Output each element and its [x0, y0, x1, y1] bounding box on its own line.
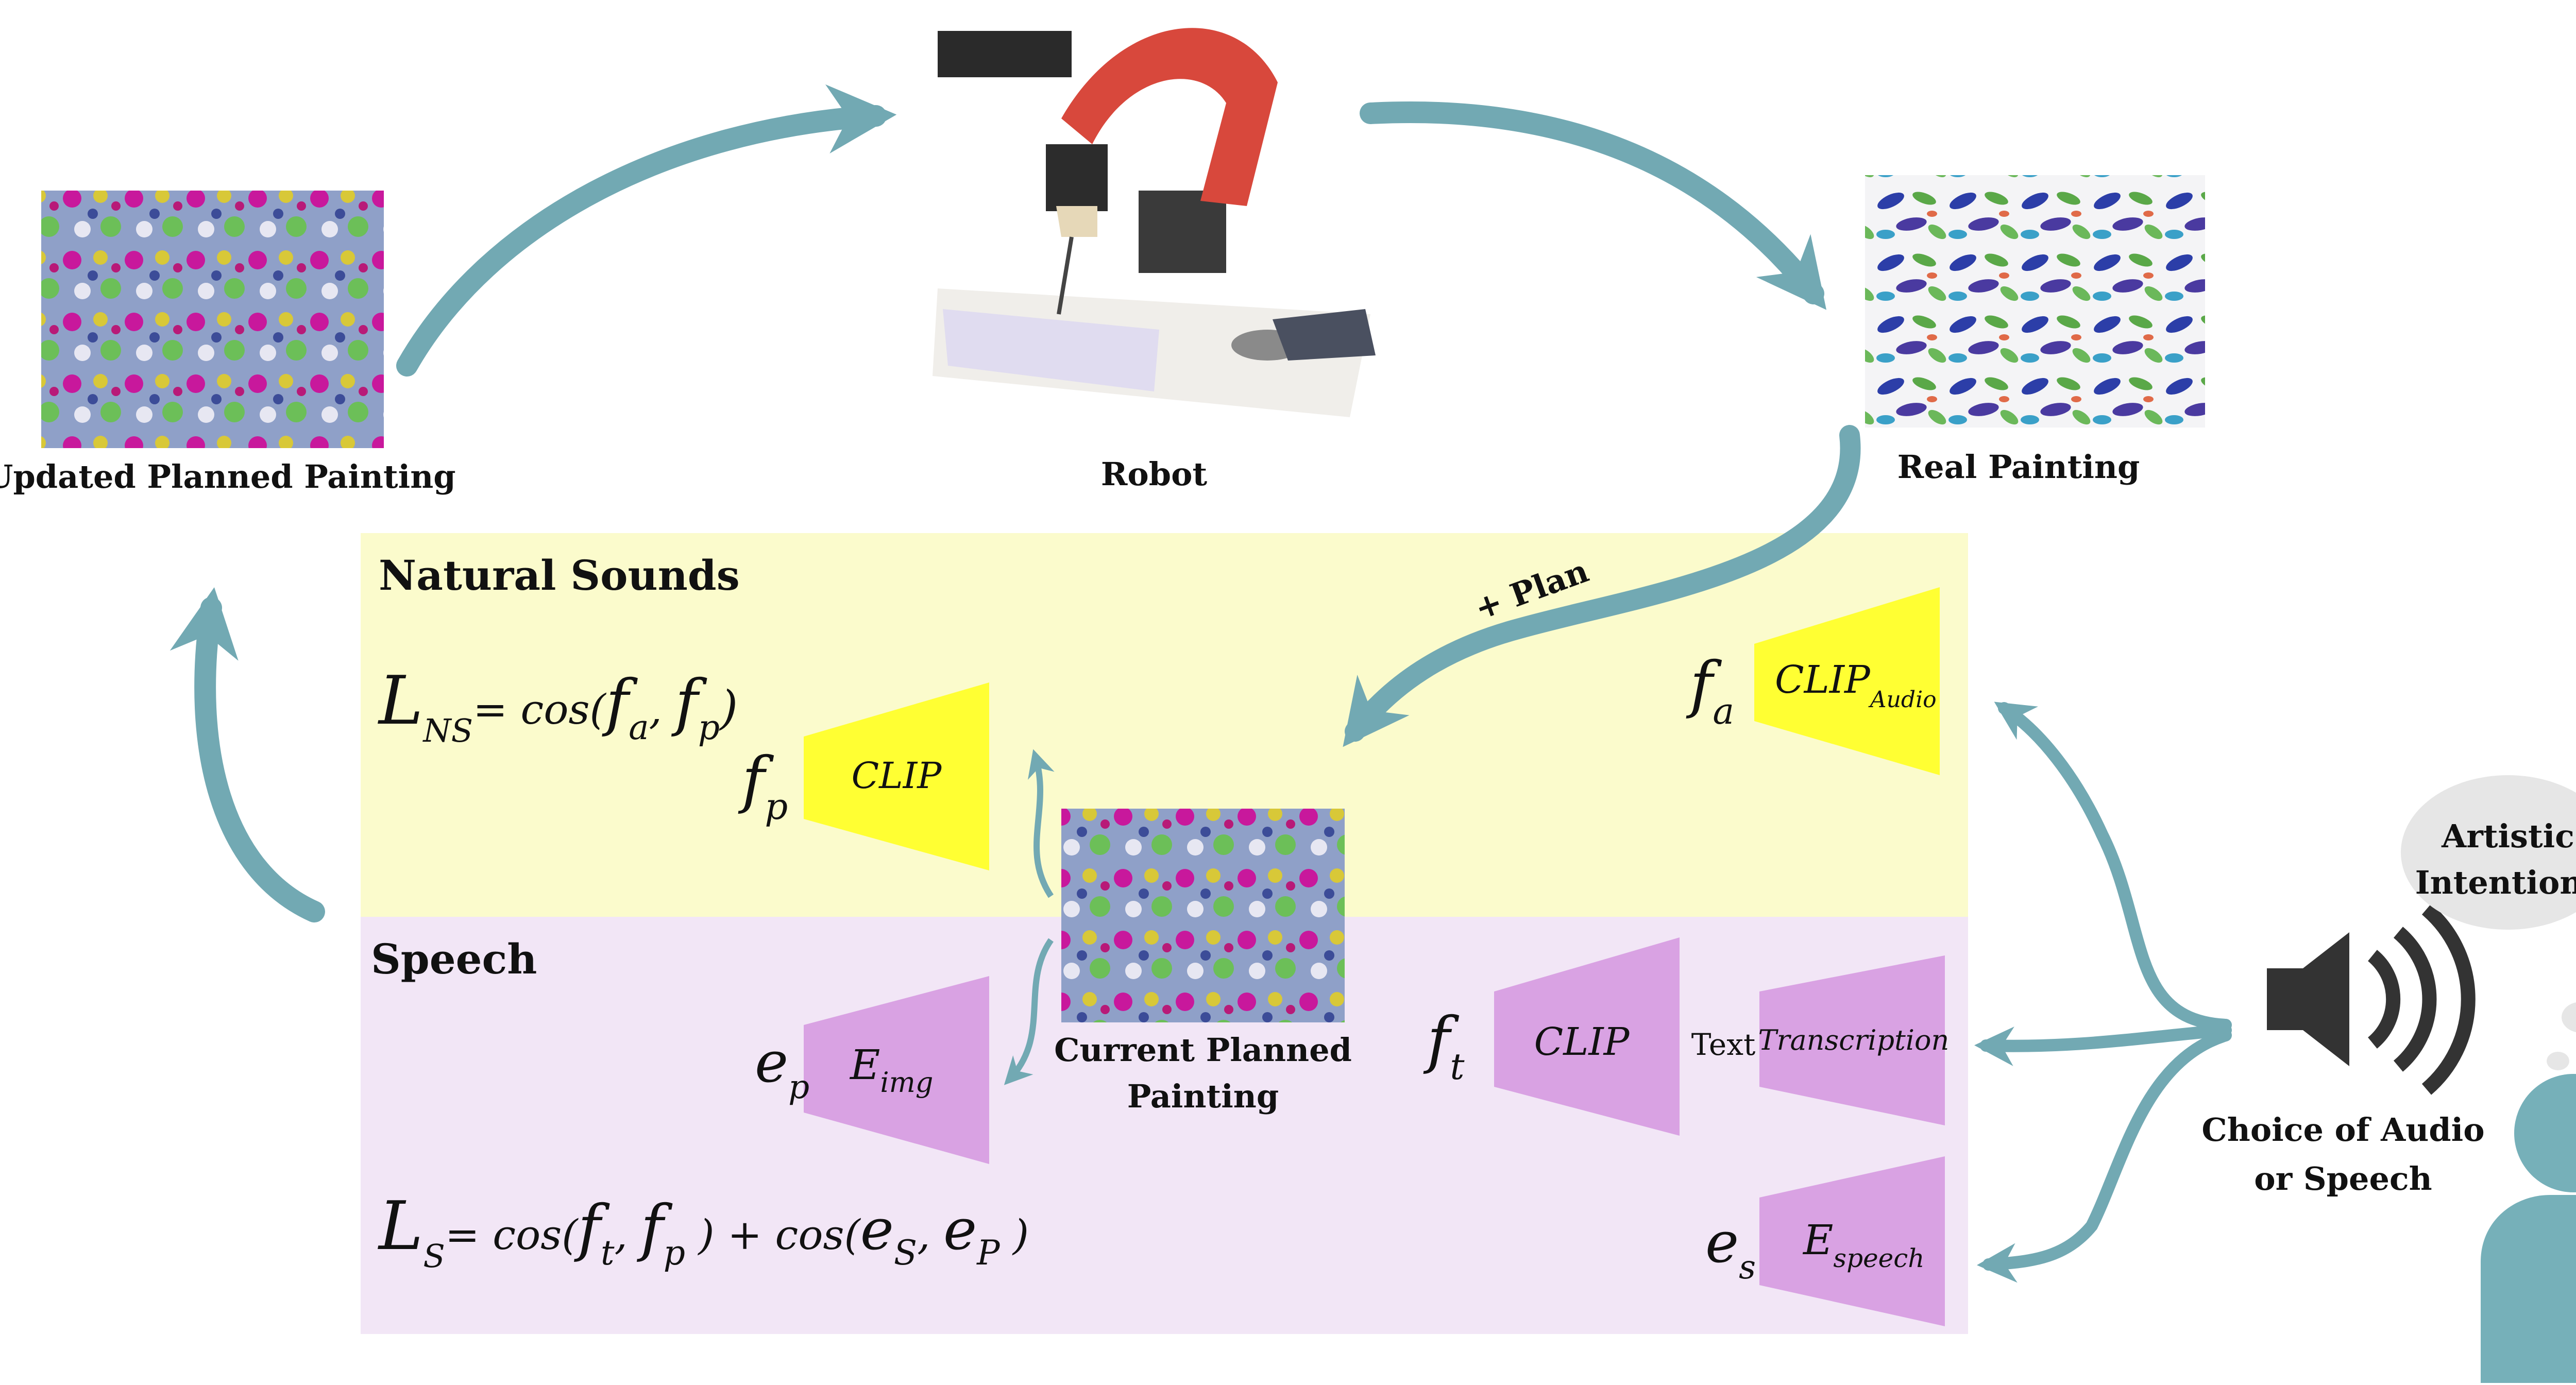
- arrow-speaker-to-transcription: [1974, 1024, 2232, 1066]
- choice-caption-line2: or Speech: [2254, 1160, 2432, 1198]
- clip-image-encoder-label: CLIP: [852, 755, 943, 797]
- e-p-feature: ep: [755, 1029, 809, 1106]
- arrow-left-loop: [170, 587, 325, 922]
- clip-text-encoder: [1494, 937, 1680, 1136]
- choice-caption-line1: Choice of Audio: [2201, 1111, 2484, 1149]
- e-img-encoder-label: Eimg: [849, 1041, 933, 1099]
- real-painting-image: [1865, 175, 2205, 428]
- thought-line1: Artistic: [2441, 817, 2574, 855]
- robot-image: [933, 28, 1376, 417]
- speaker-icon: [2267, 903, 2476, 1095]
- real-painting-caption: Real Painting: [1897, 448, 2140, 486]
- clip-audio-encoder-label: CLIPAudio: [1775, 658, 1937, 713]
- clip-text-encoder-label: CLIP: [1534, 1020, 1630, 1064]
- f-t-feature: ft: [1423, 1004, 1465, 1088]
- e-img-encoder: [804, 976, 989, 1164]
- updated-planned-painting-image: [41, 191, 384, 448]
- arrow-current-to-e-img: [1004, 938, 1054, 1085]
- current-planned-painting-caption-line2: Painting: [1127, 1078, 1279, 1115]
- robot-caption: Robot: [1101, 455, 1208, 493]
- current-planned-painting-caption-line1: Current Planned: [1054, 1031, 1352, 1069]
- current-planned-painting-image: [1061, 809, 1345, 1022]
- clip-image-encoder: [804, 682, 989, 870]
- natural-sounds-title: Natural Sounds: [379, 551, 740, 600]
- thought-bubble: [2401, 775, 2576, 1070]
- transcription-encoder: [1759, 955, 1945, 1125]
- arrow-current-to-clip-image: [1027, 749, 1055, 898]
- arrow-robot-to-real: [1360, 101, 1827, 310]
- arrow-updated-to-robot: [396, 84, 897, 377]
- text-label: Text: [1691, 1027, 1756, 1062]
- updated-planned-painting-caption: Updated Planned Painting: [0, 458, 456, 495]
- arrow-speaker-to-e-speech: [1976, 1029, 2232, 1283]
- speech-equation: LS= cos(ft, fp ) + cos(eS, eP ): [378, 1187, 1029, 1275]
- thought-line2: Intentions: [2415, 864, 2576, 901]
- speech-title: Speech: [371, 935, 537, 983]
- e-speech-encoder-label: Espeech: [1802, 1216, 1924, 1273]
- person-icon: [2481, 1074, 2576, 1383]
- arrow-speaker-to-clip-audio: [1994, 702, 2232, 1031]
- clip-audio-encoder: [1754, 587, 1940, 775]
- e-speech-encoder: [1759, 1156, 1945, 1326]
- arrow-real-to-current: [1343, 425, 1861, 747]
- e-s-feature: es: [1705, 1209, 1756, 1287]
- transcription-encoder-label: Transcription: [1758, 1024, 1950, 1056]
